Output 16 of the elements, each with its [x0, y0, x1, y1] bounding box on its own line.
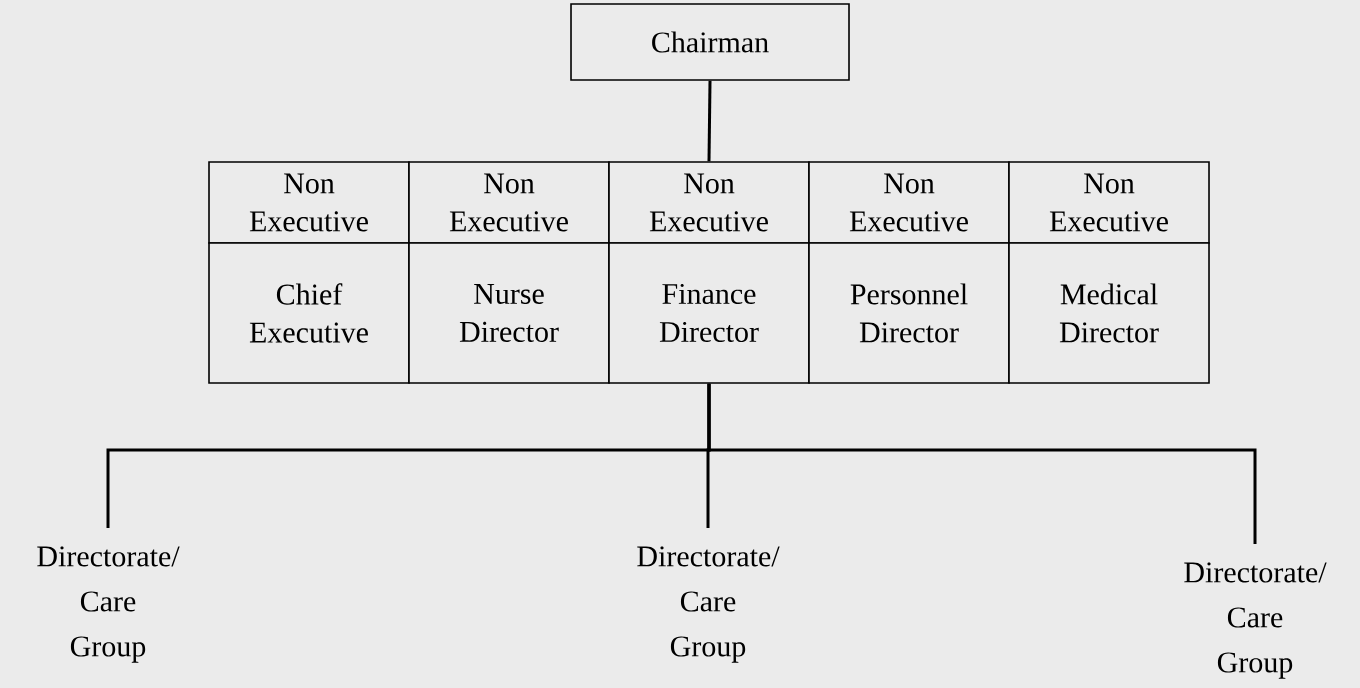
org-box: Non Executive	[808, 161, 1010, 244]
connector-line	[707, 383, 1257, 544]
org-box: Medical Director	[1008, 242, 1210, 384]
unit-label: Directorate/ Care Group	[637, 546, 780, 663]
org-box: Chief Executive	[208, 242, 410, 384]
org-box: Non Executive	[208, 161, 410, 244]
org-box: Non Executive	[408, 161, 610, 244]
org-box: Non Executive	[608, 161, 810, 244]
org-box: Personnel Director	[808, 242, 1010, 384]
org-box: Nurse Director	[408, 242, 610, 384]
org-box: Non Executive	[1008, 161, 1210, 244]
unit-label: Directorate/ Care Group	[1184, 562, 1327, 679]
unit-label: Directorate/ Care Group	[37, 546, 180, 663]
connector-line	[707, 80, 712, 162]
org-box: Finance Director	[608, 242, 810, 384]
org-box: Chairman	[570, 3, 850, 81]
